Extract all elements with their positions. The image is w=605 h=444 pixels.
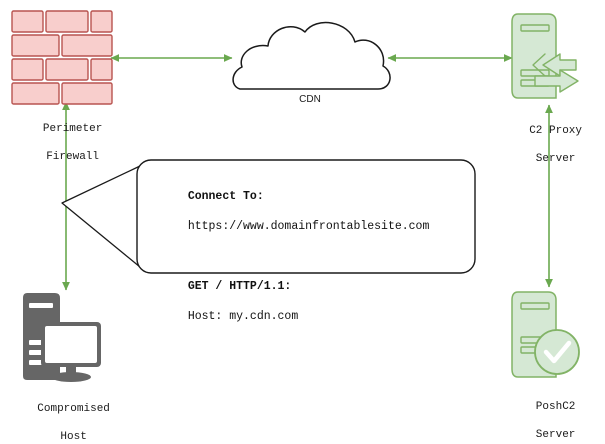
brick-wall-icon xyxy=(11,10,113,105)
cloud-icon xyxy=(232,21,391,90)
network-diagram-canvas xyxy=(11,10,580,382)
desktop-computer-icon xyxy=(23,293,101,382)
server-check-icon xyxy=(511,291,580,378)
node-compromised-host[interactable] xyxy=(23,293,101,382)
callout-content: Connect To: https://www.domainfrontables… xyxy=(174,174,430,324)
node-cdn[interactable] xyxy=(232,21,391,90)
callout-line4: Host: my.cdn.com xyxy=(187,310,299,323)
node-poshc2-server[interactable] xyxy=(511,291,580,378)
node-c2-proxy-server[interactable] xyxy=(511,13,579,99)
callout-line2: https://www.domainfrontablesite.com xyxy=(187,220,430,233)
callout-line3: GET / HTTP/1.1: xyxy=(187,280,292,293)
proxy-server-icon xyxy=(511,13,579,99)
cdn-label-text: CDN xyxy=(299,94,321,105)
callout-bubble xyxy=(61,159,476,274)
node-label-cdn: CDN xyxy=(270,94,350,105)
node-perimeter-firewall[interactable] xyxy=(11,10,113,105)
callout-line1: Connect To: xyxy=(187,190,264,203)
